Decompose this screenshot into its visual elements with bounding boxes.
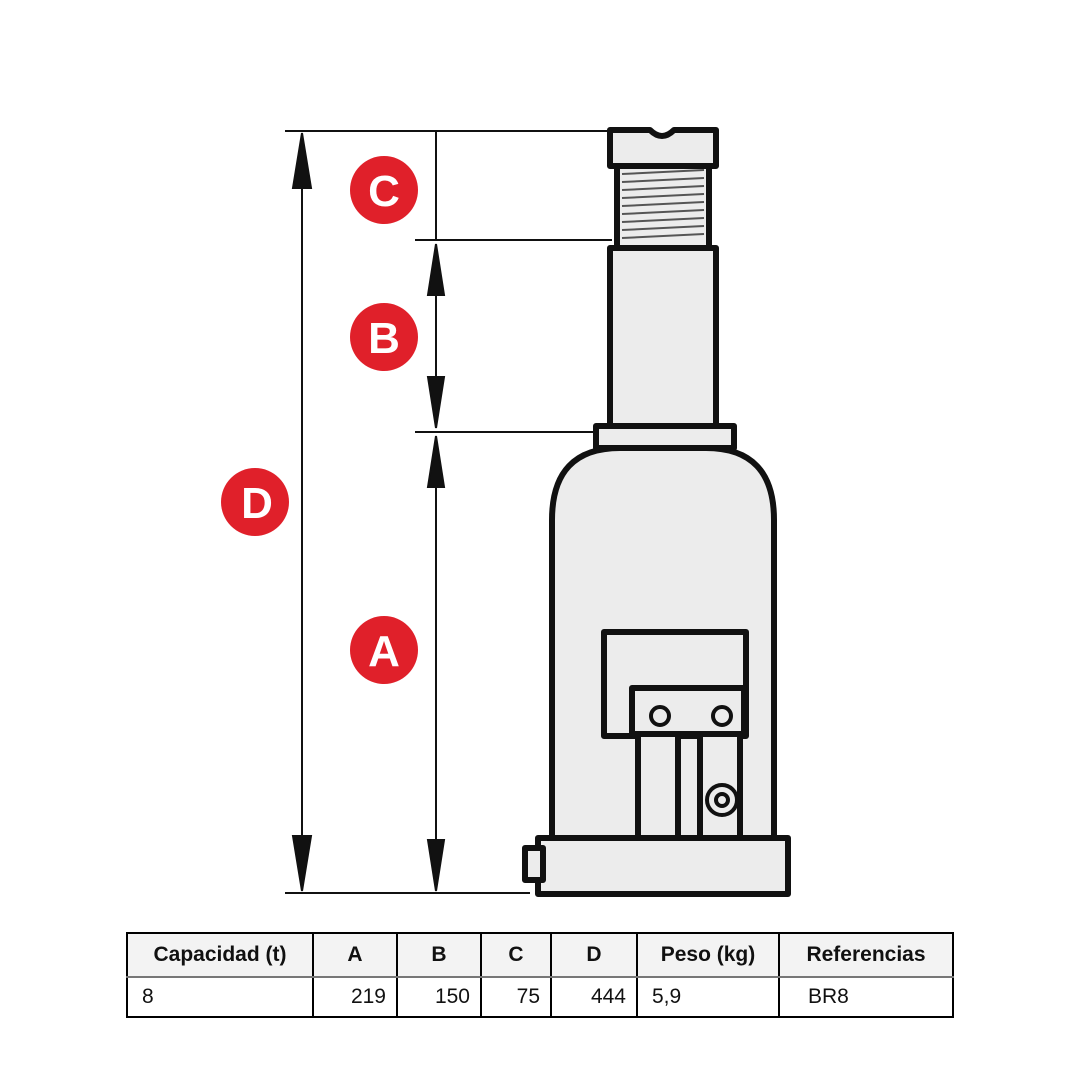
header-d: D [550,932,638,978]
bottle-jack [522,127,791,897]
jack-pump-leg-left [635,731,681,841]
header-a: A [312,932,398,978]
pump-pins [649,705,739,817]
reference-lines [285,130,612,894]
svg-text:C: C [368,167,400,216]
header-peso: Peso (kg) [636,932,780,978]
screw-threads [621,169,705,239]
svg-text:D: D [241,479,273,528]
jack-ram [607,245,719,431]
cell-b: 150 [396,976,482,1018]
svg-text:B: B [368,314,400,363]
jack-base [535,835,791,897]
bottle-jack-diagram: C B D A [221,127,791,897]
specifications-table: Capacidad (t) A B C D Peso (kg) Referenc… [126,932,954,1018]
jack-saddle [607,127,719,169]
cell-referencias: BR8 [778,976,954,1018]
label-d-badge: D [221,468,289,536]
label-c-badge: C [350,156,418,224]
dimension-b-arrow [426,243,446,429]
jack-pump-leg-right [697,731,743,841]
jack-base-tab [522,845,546,883]
header-capacidad: Capacidad (t) [126,932,314,978]
jack-collar [593,423,737,451]
cell-a: 219 [312,976,398,1018]
table-row: 8 219 150 75 444 5,9 BR8 [126,976,954,1018]
dimension-d-arrow [291,132,313,892]
label-b-badge: B [350,303,418,371]
dimension-a-arrow [426,435,446,892]
cell-peso: 5,9 [636,976,780,1018]
header-c: C [480,932,552,978]
cell-c: 75 [480,976,552,1018]
label-a-badge: A [350,616,418,684]
header-referencias: Referencias [778,932,954,978]
cell-d: 444 [550,976,638,1018]
svg-text:A: A [368,627,400,676]
header-b: B [396,932,482,978]
table-header-row: Capacidad (t) A B C D Peso (kg) Referenc… [126,932,954,978]
cell-capacidad: 8 [126,976,314,1018]
